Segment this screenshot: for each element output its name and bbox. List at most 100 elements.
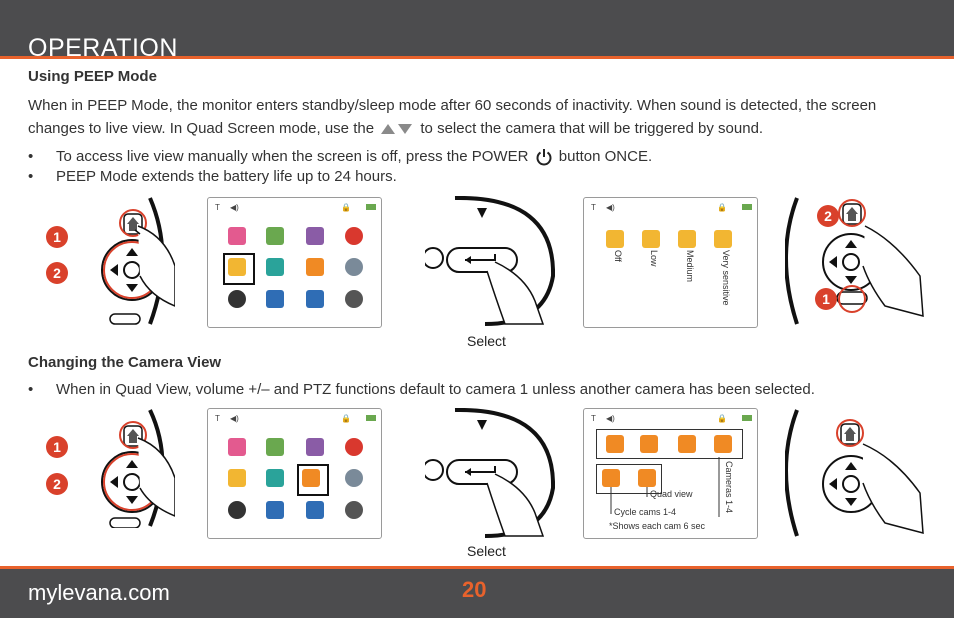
callout-badge: 1 xyxy=(46,226,68,248)
peep-sound-icon xyxy=(228,469,246,487)
sensitivity-option-medium: Medium xyxy=(685,250,695,283)
footer-accent-line xyxy=(0,566,954,569)
svg-text:T: T xyxy=(215,203,220,212)
svg-text:◀): ◀) xyxy=(606,203,615,212)
video-icon xyxy=(306,227,324,245)
camera-select-screen: T ◀) 🔒 Quad view Cycle cams 1-4 Cameras 1… xyxy=(583,408,758,539)
svg-text:🔒: 🔒 xyxy=(717,203,727,212)
select-caption: Select xyxy=(467,543,506,559)
zoom-icon xyxy=(266,469,284,487)
camera-pair-icon xyxy=(266,501,284,519)
sensitivity-screen: T ◀) 🔒 Off Low Medium Very sensitive xyxy=(583,197,758,328)
label-connector-lines xyxy=(610,457,720,517)
settings-gear-icon xyxy=(345,501,363,519)
select-caption: Select xyxy=(467,333,506,349)
remote-hand-illustration-4 xyxy=(785,409,924,537)
quad-view-icon xyxy=(638,469,656,487)
menu-screen-2: T ◀) 🔒 xyxy=(207,408,382,539)
callout-badge: 2 xyxy=(46,473,68,495)
camera-1-icon xyxy=(606,435,624,453)
status-bar: T ◀) 🔒 xyxy=(215,414,376,423)
sensitivity-option-very-sensitive: Very sensitive xyxy=(721,250,731,306)
sound-very-sensitive-icon xyxy=(714,230,732,248)
sensitivity-option-low: Low xyxy=(649,250,659,267)
brightness-icon xyxy=(228,501,246,519)
header-accent-line xyxy=(0,56,954,59)
disable-icon xyxy=(345,258,363,276)
help-icon xyxy=(306,501,324,519)
svg-text:◀): ◀) xyxy=(230,203,239,212)
cycle-cams-icon xyxy=(602,469,620,487)
peep-bullet-1: •To access live view manually when the s… xyxy=(28,148,653,166)
camera-pair-icon xyxy=(266,290,284,308)
sound-low-icon xyxy=(642,230,660,248)
footer-site-link[interactable]: mylevana.com xyxy=(28,580,170,605)
camera-icon xyxy=(266,227,284,245)
video-icon xyxy=(306,438,324,456)
peep-paragraph: When in PEEP Mode, the monitor enters st… xyxy=(28,94,908,140)
camera-icon xyxy=(266,438,284,456)
sound-off-icon xyxy=(606,230,624,248)
selection-frame xyxy=(297,464,329,496)
peep-sound-icon xyxy=(228,258,246,276)
header-bar xyxy=(0,0,954,56)
svg-text:🔒: 🔒 xyxy=(717,414,727,423)
cycle-note: *Shows each cam 6 sec xyxy=(609,521,706,531)
svg-text:◀): ◀) xyxy=(606,414,615,423)
svg-text:T: T xyxy=(591,414,596,423)
power-icon xyxy=(536,149,552,166)
zoom-icon xyxy=(266,258,284,276)
callout-badge: 1 xyxy=(46,436,68,458)
peep-bullet-1-part1: To access live view manually when the sc… xyxy=(56,148,529,165)
mode-row-frame xyxy=(596,464,662,494)
callout-badge: 2 xyxy=(46,262,68,284)
cameras-label: Cameras 1-4 xyxy=(724,461,734,514)
svg-text:◀): ◀) xyxy=(230,414,239,423)
remote-hand-illustration-2 xyxy=(785,197,924,325)
disable-icon xyxy=(345,469,363,487)
page-number: 20 xyxy=(462,577,487,602)
menu-screen-1: T ◀) 🔒 xyxy=(207,197,382,328)
music-icon xyxy=(228,438,246,456)
status-bar: T ◀) 🔒 xyxy=(215,203,376,212)
peep-heading: Using PEEP Mode xyxy=(28,68,157,85)
svg-text:T: T xyxy=(591,203,596,212)
status-bar: T ◀) 🔒 xyxy=(591,414,752,423)
settings-gear-icon xyxy=(345,290,363,308)
remote-hand-illustration-3 xyxy=(101,409,175,528)
help-icon xyxy=(306,290,324,308)
peep-bullet-2: •PEEP Mode extends the battery life up t… xyxy=(28,168,397,185)
play-icon xyxy=(345,438,363,456)
camera-row-frame xyxy=(596,429,743,459)
peep-paragraph-part1: When in PEEP Mode, the monitor enters st… xyxy=(28,97,877,137)
camera-3-icon xyxy=(678,435,696,453)
peep-bullet-1-part2: button ONCE. xyxy=(558,148,653,165)
camera-select-icon xyxy=(302,469,320,487)
sound-medium-icon xyxy=(678,230,696,248)
svg-text:🔒: 🔒 xyxy=(341,414,351,423)
sensitivity-option-off: Off xyxy=(613,250,623,262)
brightness-icon xyxy=(228,290,246,308)
music-icon xyxy=(228,227,246,245)
quad-view-label: Quad view xyxy=(650,489,693,499)
callout-badge: 2 xyxy=(817,205,839,227)
play-icon xyxy=(345,227,363,245)
status-bar: T ◀) 🔒 xyxy=(591,203,752,212)
remote-hand-illustration-1 xyxy=(101,197,175,325)
peep-paragraph-part2: to select the camera that will be trigge… xyxy=(420,120,764,137)
up-down-arrows-icon xyxy=(381,124,413,135)
callout-badge: 1 xyxy=(815,288,837,310)
camera-4-icon xyxy=(714,435,732,453)
camera-2-icon xyxy=(640,435,658,453)
cycle-cams-label: Cycle cams 1-4 xyxy=(614,507,677,517)
camera-view-bullet-1: •When in Quad View, volume +/– and PTZ f… xyxy=(28,381,815,398)
select-button-illustration-2 xyxy=(425,408,555,538)
selection-frame xyxy=(223,253,255,285)
svg-text:🔒: 🔒 xyxy=(341,203,351,212)
camera-select-icon xyxy=(306,258,324,276)
footer-bar xyxy=(0,569,954,618)
svg-text:T: T xyxy=(215,414,220,423)
select-button-illustration-1 xyxy=(425,196,555,326)
section-title: OPERATION xyxy=(28,34,178,62)
camera-view-heading: Changing the Camera View xyxy=(28,354,222,371)
